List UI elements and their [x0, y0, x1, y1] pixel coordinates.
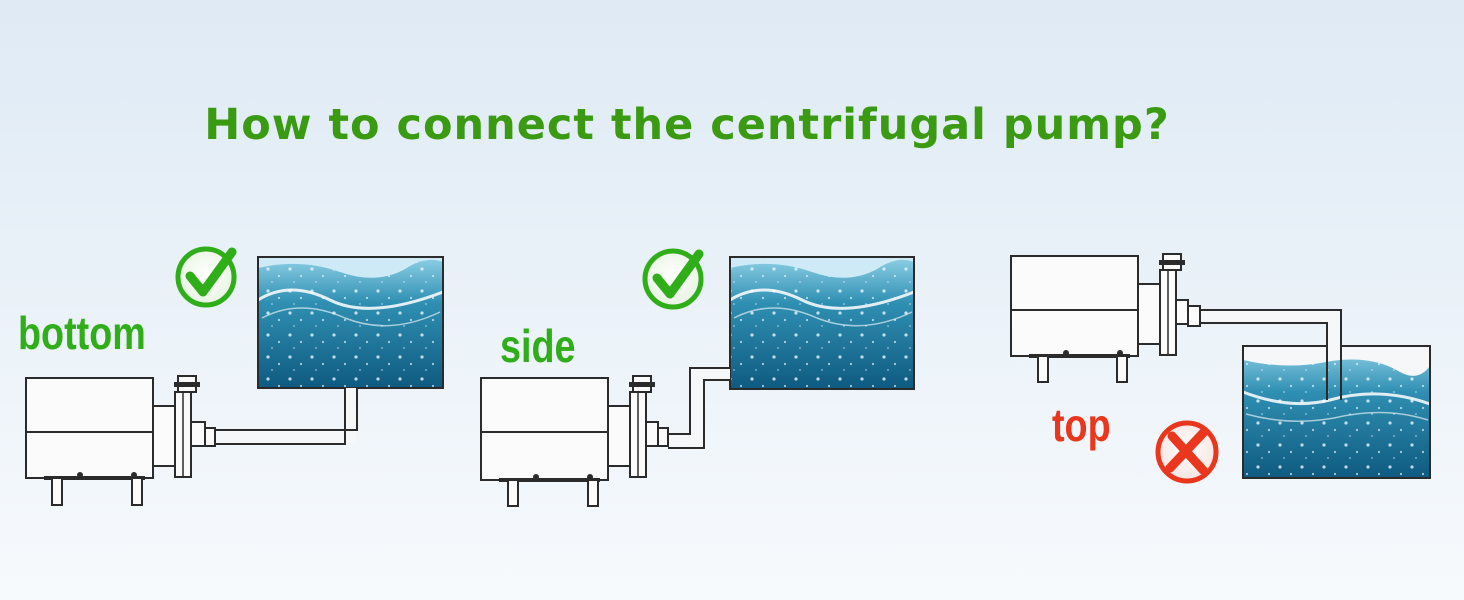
- page-title: How to connect the centrifugal pump?: [204, 100, 1170, 150]
- water-tank: [1242, 345, 1431, 479]
- check-icon: [642, 248, 704, 310]
- water-tank: [257, 256, 444, 389]
- label-bottom: bottom: [18, 307, 146, 359]
- cross-icon: [1155, 420, 1219, 484]
- pump-motor: [1010, 253, 1201, 383]
- panel-side: [480, 248, 915, 507]
- label-side: side: [500, 320, 576, 372]
- water-tank: [729, 256, 915, 390]
- pump-motor: [480, 375, 669, 507]
- panel-bottom: [25, 246, 444, 506]
- pump-motor: [25, 375, 216, 506]
- check-icon: [175, 246, 237, 308]
- panel-top: [1010, 253, 1431, 484]
- label-top: top: [1052, 399, 1111, 451]
